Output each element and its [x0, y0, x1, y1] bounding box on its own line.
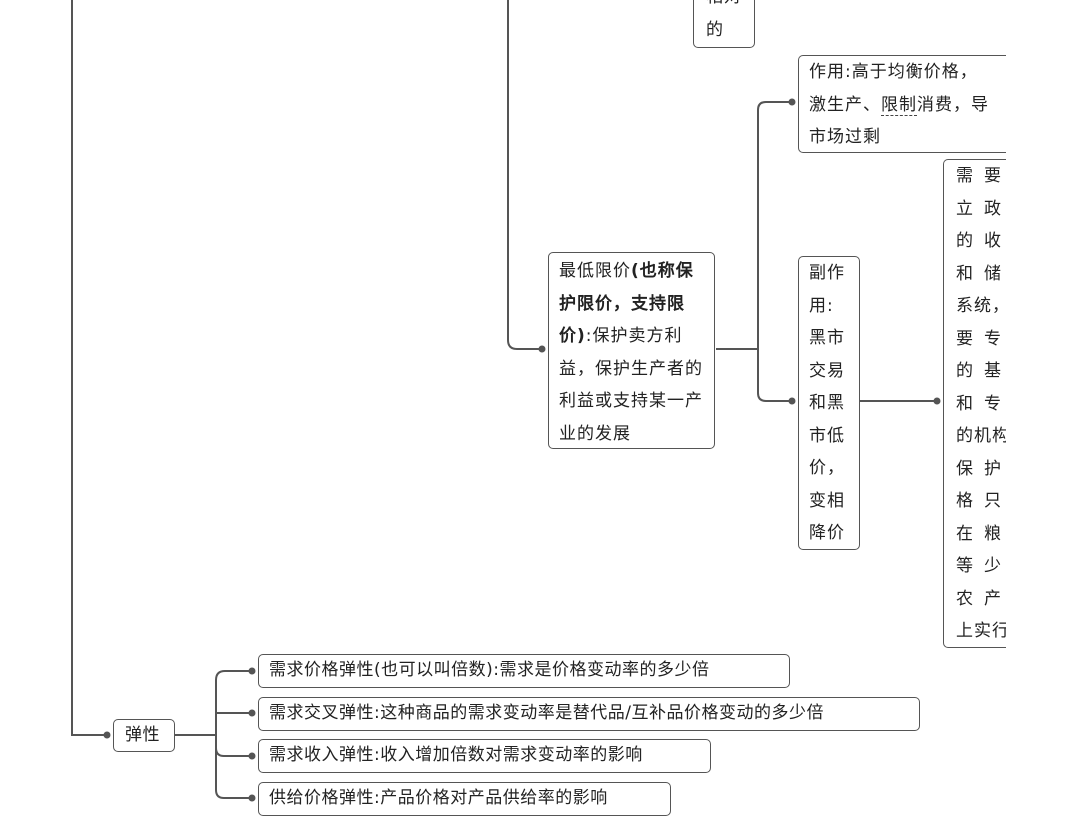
effect-node[interactable]: 作用:高于均衡价格， 激生产、限制消费，导 市场过剩 — [798, 55, 1006, 153]
connector-dot — [788, 397, 796, 405]
requirement-line: 立政 — [956, 198, 1001, 219]
requirement-line: 需要 — [956, 166, 1001, 186]
elasticity-child-label: 需求交叉弹性:这种商品的需求变动率是替代品/互补品价格变动的多少倍 — [269, 703, 824, 723]
branch-elastic-4 — [215, 735, 251, 799]
top-partial-node[interactable]: 相对 的 — [693, 0, 755, 48]
requirement-line: 等少 — [956, 556, 1001, 576]
connector-dot — [103, 731, 111, 739]
elasticity-child-price-demand[interactable]: 需求价格弹性(也可以叫倍数):需求是价格变动率的多少倍 — [258, 654, 790, 688]
requirement-line: 的收 — [956, 231, 1001, 251]
branch-min-price — [507, 0, 541, 350]
min-price-node[interactable]: 最低限价(也称保护限价，支持限价):保护卖方利益，保护生产者的利益或支持某一产业… — [548, 252, 715, 449]
requirement-line: 系统， — [956, 296, 1006, 316]
elasticity-child-label: 供给价格弹性:产品价格对产品供给率的影响 — [269, 788, 608, 808]
effect-line3: 市场过剩 — [809, 127, 881, 147]
elasticity-child-supply[interactable]: 供给价格弹性:产品价格对产品供给率的影响 — [258, 782, 671, 816]
side-effect-node[interactable]: 副作用:黑市交易和黑市低价，变相降价 — [798, 256, 860, 550]
effect-line1: 作用:高于均衡价格， — [809, 62, 978, 82]
min-price-prefix: 最低限价 — [559, 261, 631, 281]
trunk-line — [71, 0, 106, 736]
elasticity-child-income[interactable]: 需求收入弹性:收入增加倍数对需求变动率的影响 — [258, 739, 711, 773]
elasticity-root-node[interactable]: 弹性 — [113, 719, 175, 752]
requirement-line: 的基 — [956, 361, 1001, 381]
effect-part2: 激生产、 — [809, 94, 881, 115]
requirement-line: 上实行 — [956, 621, 1006, 641]
connector-dot — [248, 752, 256, 760]
branch-elastic-3 — [215, 735, 251, 757]
requirement-node[interactable]: 需要立政的收和储系统， 要专的基和专的机构保护格只在粮等少农产上实行 — [943, 159, 1006, 648]
elasticity-child-cross[interactable]: 需求交叉弹性:这种商品的需求变动率是替代品/互补品价格变动的多少倍 — [258, 697, 920, 731]
top-partial-line1: 相对 — [706, 0, 742, 14]
connector-dot — [248, 667, 256, 675]
requirement-line: 和专 — [956, 393, 1001, 414]
elasticity-root-label: 弹性 — [125, 725, 160, 745]
requirement-line: 在粮 — [956, 523, 1001, 544]
connector-dot — [538, 345, 546, 353]
connector-dot — [248, 709, 256, 717]
elasticity-child-label: 需求收入弹性:收入增加倍数对需求变动率的影响 — [269, 745, 643, 765]
requirement-line: 和储 — [956, 263, 1001, 284]
connector-dot — [933, 397, 941, 405]
branch-elastic-1 — [215, 670, 251, 735]
elasticity-child-label: 需求价格弹性(也可以叫倍数):需求是价格变动率的多少倍 — [269, 660, 710, 680]
requirement-line: 格只 — [956, 491, 1001, 511]
requirement-line: 农产 — [956, 588, 1001, 609]
requirement-line: 要专 — [956, 328, 1001, 349]
branch-side-effect — [757, 349, 791, 402]
connector-dot — [248, 794, 256, 802]
min-price-bold: (也称保护限价，支持限价) — [559, 261, 694, 346]
top-partial-line2: 的 — [706, 19, 724, 40]
min-price-suffix: :保护卖方利益，保护生产者的利益或支持某一产业的发展 — [559, 326, 703, 444]
connector-dot — [788, 98, 796, 106]
effect-line2: 激生产、限制消费，导 — [809, 89, 996, 122]
branch-effect — [757, 101, 791, 349]
effect-underlined: 限制 — [881, 94, 917, 116]
side-effect-text: 副作用:黑市交易和黑市低价，变相降价 — [809, 263, 845, 543]
requirement-line: 保护 — [956, 458, 1001, 479]
effect-part3: 消费，导 — [917, 94, 989, 115]
requirement-lines: 需要立政的收和储系统， 要专的基和专的机构保护格只在粮等少农产上实行 — [956, 160, 1006, 647]
requirement-line: 的机构 — [956, 426, 1006, 446]
